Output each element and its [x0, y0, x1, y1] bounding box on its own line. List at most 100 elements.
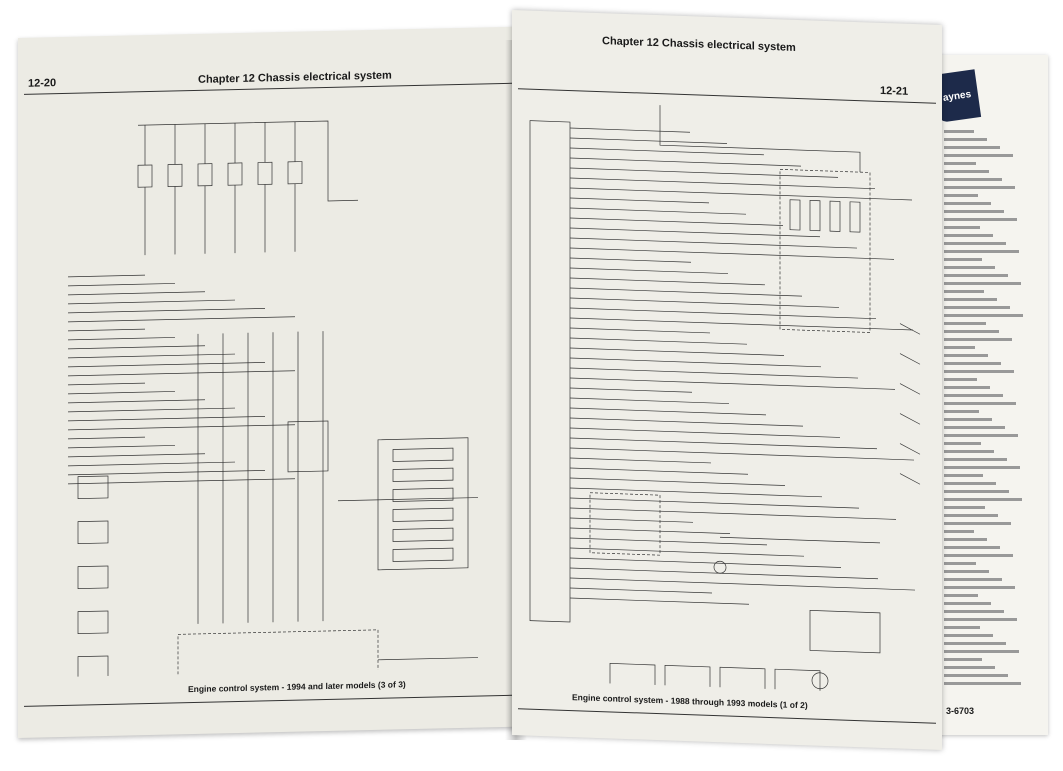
- pcm-wire: [570, 237, 857, 249]
- injector-box: [849, 201, 861, 233]
- left-wiring-diagram: [68, 120, 478, 678]
- solenoid-box: [392, 487, 454, 502]
- back-page-text-line: [944, 226, 980, 229]
- switch-contact: [899, 383, 921, 395]
- solenoid-box: [392, 447, 454, 462]
- solenoid-box: [392, 507, 454, 522]
- harness-wire: [68, 436, 145, 440]
- fuel-injector-box: [227, 162, 243, 186]
- back-page-text-line: [944, 506, 985, 509]
- pcm-wire: [570, 367, 858, 379]
- sensor-box: [77, 565, 109, 589]
- harness-wire: [68, 461, 235, 467]
- pcm-wire: [570, 247, 894, 260]
- sensor-box: [77, 520, 109, 544]
- back-page-text-line: [944, 138, 987, 141]
- back-page-text-line: [944, 426, 1005, 429]
- pcm-connector-box: [529, 120, 571, 623]
- back-page-text-line: [944, 482, 996, 485]
- back-page-text-line: [944, 306, 1010, 309]
- back-page-text-line: [944, 666, 995, 669]
- back-page-text-line: [944, 210, 1004, 213]
- pcm-wire: [570, 137, 727, 144]
- pcm-wire: [570, 467, 748, 475]
- pcm-wire: [570, 187, 912, 201]
- back-page-text-line: [944, 466, 1020, 469]
- back-page-text-line: [944, 434, 1018, 437]
- pcm-wire: [570, 377, 895, 390]
- back-page-text-line: [944, 578, 1002, 581]
- fuel-injector-box: [257, 161, 273, 185]
- switch-contact: [899, 413, 921, 425]
- part-number: 3-6703: [946, 706, 975, 716]
- harness-wire: [68, 291, 205, 296]
- pcm-wire: [570, 277, 765, 286]
- pcm-wire: [570, 177, 875, 190]
- back-page-text-line: [944, 162, 976, 165]
- harness-wire: [68, 453, 205, 458]
- pcm-wire: [570, 417, 803, 427]
- back-page-text-line: [944, 322, 986, 325]
- left-chapter-title: Chapter 12 Chassis electrical system: [198, 69, 392, 86]
- left-footer-rule: [24, 694, 512, 707]
- back-page-text-line: [944, 346, 975, 349]
- back-page-text-line: [944, 458, 1007, 461]
- pcm-wire: [570, 477, 785, 486]
- harness-wire: [68, 445, 175, 449]
- back-page-text-line: [944, 602, 991, 605]
- harness-wire: [68, 382, 145, 386]
- back-page-text-line: [944, 642, 1006, 645]
- relay-wire: [720, 536, 880, 544]
- back-page-text-line: [944, 146, 1000, 149]
- back-page-text-line: [944, 234, 993, 237]
- switch-contact: [899, 473, 921, 485]
- right-wiring-diagram: [529, 105, 921, 695]
- pcm-wire: [570, 567, 878, 580]
- harness-wire: [68, 353, 235, 359]
- automatic-transaxle-box: [377, 437, 469, 571]
- pcm-wire: [570, 507, 896, 520]
- right-footer-rule: [518, 708, 936, 724]
- module-box: [719, 666, 766, 694]
- pcm-wire: [570, 167, 838, 178]
- back-page-text-line: [944, 402, 1016, 405]
- indicator-lamp: [713, 560, 727, 574]
- pcm-wire: [570, 147, 764, 156]
- back-page-text-line: [944, 354, 988, 357]
- back-page-text-line: [944, 362, 1001, 365]
- pcm-wire: [570, 217, 783, 226]
- fuel-pump-relay-box: [809, 610, 881, 654]
- harness-wire: [68, 416, 265, 422]
- pcm-wire: [570, 397, 729, 404]
- back-page-text-line: [944, 626, 980, 629]
- pcm-wire: [570, 287, 802, 297]
- fuel-injector-box: [137, 164, 153, 188]
- harness-wire: [68, 424, 295, 431]
- back-page-text-line: [944, 634, 993, 637]
- pcm-wire: [570, 407, 766, 416]
- pcm-wire: [570, 527, 730, 534]
- back-page-text-line: [944, 618, 1017, 621]
- module-box: [774, 668, 821, 695]
- left-header-rule: [24, 82, 512, 95]
- harness-wire: [68, 362, 265, 368]
- left-page: 12-20 Chapter 12 Chassis electrical syst…: [18, 26, 518, 738]
- back-page-text-line: [944, 498, 1022, 501]
- harness-wire: [68, 299, 235, 305]
- logo-text: aynes: [942, 88, 972, 104]
- pcm-wire: [570, 327, 710, 334]
- injector-box: [789, 199, 801, 231]
- back-page-text-line: [944, 538, 987, 541]
- module-box: [664, 664, 711, 692]
- neutral-switch-box: [177, 629, 379, 678]
- back-page-text-line: [944, 242, 1006, 245]
- pcm-wire: [570, 357, 821, 368]
- module-box: [609, 663, 656, 690]
- back-page-text-line: [944, 658, 982, 661]
- back-page-text-line: [944, 218, 1017, 221]
- back-page-text-line: [944, 314, 1023, 317]
- back-page-text-line: [944, 450, 994, 453]
- harness-wire: [68, 391, 175, 395]
- left-page-number: 12-20: [28, 77, 57, 90]
- sensor-box: [77, 655, 109, 678]
